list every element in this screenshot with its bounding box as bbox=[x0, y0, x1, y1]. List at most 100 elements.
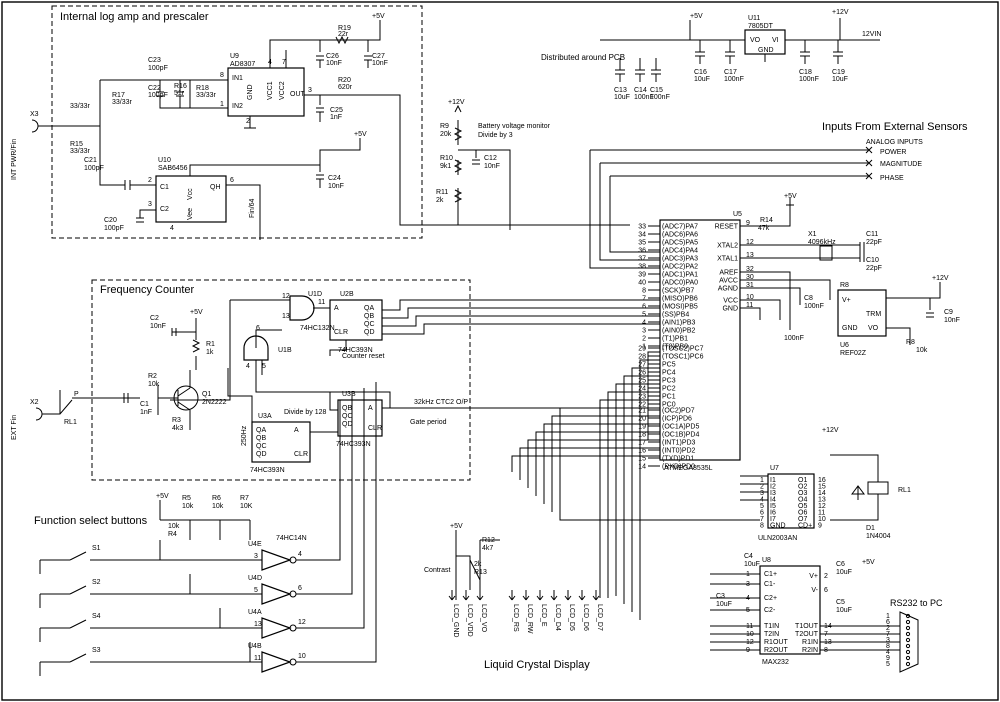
mcu-right-network: R14 47k +5V X1 4096kHz C11 22pF C10 22pF… bbox=[740, 193, 882, 342]
u5-pin-label: (ADC1)PA1 bbox=[662, 272, 698, 279]
u8-pin-label: C2+ bbox=[764, 595, 777, 602]
u5-pin-label: (ADC4)PA4 bbox=[662, 248, 698, 255]
inverter-pin: 13 bbox=[254, 621, 262, 628]
u8-pin-label: T1IN bbox=[764, 623, 779, 630]
u5-pin-number: 34 bbox=[638, 232, 646, 239]
u5-pin-number: 19 bbox=[638, 424, 646, 431]
svg-text:A: A bbox=[294, 427, 299, 434]
svg-text:U11: U11 bbox=[748, 15, 760, 22]
svg-text:U9: U9 bbox=[230, 53, 239, 60]
u5-pin-number: 24 bbox=[638, 386, 646, 393]
lcd-pin-5: LCD_E bbox=[540, 604, 547, 627]
db9-pin-number: 2 bbox=[886, 625, 890, 632]
u7-pin-label: I7 bbox=[770, 516, 776, 523]
u5-pin-label: (ADC0)PA0 bbox=[662, 280, 698, 287]
svg-text:9k1: 9k1 bbox=[440, 163, 451, 170]
capacitor-value: 100nF bbox=[799, 76, 819, 83]
u7-pin-number: 5 bbox=[760, 503, 764, 510]
u5-pin-number: 25 bbox=[638, 378, 646, 385]
inverter-pin: 3 bbox=[254, 553, 258, 560]
u7-pin-number: 9 bbox=[818, 523, 822, 530]
u5-pin-number: 36 bbox=[638, 248, 646, 255]
u5-pin-number: 30 bbox=[746, 274, 754, 281]
svg-text:EXT Fin: EXT Fin bbox=[11, 415, 18, 440]
u8-pin-label: R1IN bbox=[802, 639, 818, 646]
db9-pin-number: 9 bbox=[886, 655, 890, 662]
svg-text:100pF: 100pF bbox=[84, 165, 104, 172]
capacitor-ref: C14 bbox=[634, 87, 647, 94]
svg-text:U5: U5 bbox=[733, 211, 742, 218]
rs232-label: RS232 to PC bbox=[890, 598, 943, 608]
svg-text:QB: QB bbox=[256, 435, 266, 442]
svg-text:C1: C1 bbox=[160, 184, 169, 191]
svg-text:4: 4 bbox=[246, 363, 250, 370]
svg-text:IN2: IN2 bbox=[232, 103, 243, 110]
svg-text:7: 7 bbox=[282, 59, 286, 66]
capacitor-value: 10uF bbox=[694, 76, 710, 83]
svg-text:R8: R8 bbox=[906, 339, 915, 346]
svg-text:11: 11 bbox=[318, 299, 325, 306]
u5-pin-label: (RXD)PD0 bbox=[662, 464, 695, 471]
svg-text:U10: U10 bbox=[158, 157, 171, 164]
svg-text:C27: C27 bbox=[372, 53, 385, 60]
lcd-pin-1: LCD_VDD bbox=[466, 604, 473, 637]
svg-text:+5V: +5V bbox=[784, 193, 797, 200]
capacitor-ref: C18 bbox=[799, 69, 812, 76]
lcd-pin-2: LCD_VO bbox=[480, 604, 487, 633]
svg-text:QA: QA bbox=[364, 305, 374, 312]
250hz-label: 250Hz bbox=[241, 425, 248, 446]
svg-text:CLR: CLR bbox=[334, 329, 348, 336]
svg-text:QB: QB bbox=[342, 405, 352, 412]
u8-pin-label: T1OUT bbox=[795, 623, 819, 630]
inputs-title: Inputs From External Sensors bbox=[822, 121, 968, 133]
u5-pin-number: 31 bbox=[746, 282, 754, 289]
svg-text:A: A bbox=[334, 305, 339, 312]
u5-pin-number: 1 bbox=[642, 344, 646, 351]
svg-text:QC: QC bbox=[256, 443, 267, 450]
svg-text:ATMEGA8535L: ATMEGA8535L bbox=[664, 465, 713, 472]
u5-pin-label: (MISO)PB6 bbox=[662, 296, 698, 303]
svg-text:QD: QD bbox=[256, 451, 267, 458]
u5-pin-number: 11 bbox=[746, 302, 753, 309]
svg-text:74HC393N: 74HC393N bbox=[338, 347, 373, 354]
u7-pin-label: O4 bbox=[798, 497, 807, 504]
capacitor-value: 100nF bbox=[724, 76, 744, 83]
u5-pin-number: 10 bbox=[746, 294, 754, 301]
svg-text:4096kHz: 4096kHz bbox=[808, 239, 836, 246]
svg-text:U3A: U3A bbox=[258, 413, 272, 420]
u8-pin-label: C1+ bbox=[764, 571, 777, 578]
svg-text:4: 4 bbox=[170, 225, 174, 232]
u5-pin-label: PC3 bbox=[662, 378, 676, 385]
u5-pin-number: 28 bbox=[638, 354, 646, 361]
svg-text:47k: 47k bbox=[758, 225, 770, 232]
inverter-pin: 6 bbox=[298, 585, 302, 592]
svg-text:RL1: RL1 bbox=[64, 419, 77, 426]
svg-text:7805DT: 7805DT bbox=[748, 23, 774, 30]
capacitor-ref: C16 bbox=[694, 69, 707, 76]
svg-text:+12V: +12V bbox=[932, 275, 949, 282]
svg-text:100pF: 100pF bbox=[104, 225, 124, 232]
u7-pin-label: O3 bbox=[798, 490, 807, 497]
capacitor-value: 10uF bbox=[832, 76, 848, 83]
lcd-pin-7: LCD_D5 bbox=[568, 604, 575, 631]
svg-text:VO: VO bbox=[750, 37, 761, 44]
svg-text:Vcc: Vcc bbox=[187, 188, 194, 200]
svg-text:C20: C20 bbox=[104, 217, 117, 224]
svg-text:AD8307: AD8307 bbox=[230, 61, 255, 68]
lcd-pin-0: LCD_GND bbox=[452, 604, 459, 637]
u5-pin-number: 22 bbox=[638, 402, 646, 409]
u7-pin-number: 13 bbox=[818, 497, 826, 504]
svg-text:6: 6 bbox=[256, 325, 260, 332]
u5-pin-label: (ADC6)PA6 bbox=[662, 232, 698, 239]
u5-pin-number: 21 bbox=[638, 408, 646, 415]
button-ref: S2 bbox=[92, 579, 101, 586]
svg-text:RL1: RL1 bbox=[898, 487, 911, 494]
svg-text:+5V: +5V bbox=[156, 493, 169, 500]
u5-pin-label: PC2 bbox=[662, 386, 676, 393]
svg-text:C4: C4 bbox=[744, 553, 753, 560]
u7-pin-label: O5 bbox=[798, 503, 807, 510]
svg-text:R8: R8 bbox=[840, 282, 849, 289]
svg-text:R2: R2 bbox=[148, 373, 157, 380]
u5-pin-number: 32 bbox=[746, 266, 754, 273]
